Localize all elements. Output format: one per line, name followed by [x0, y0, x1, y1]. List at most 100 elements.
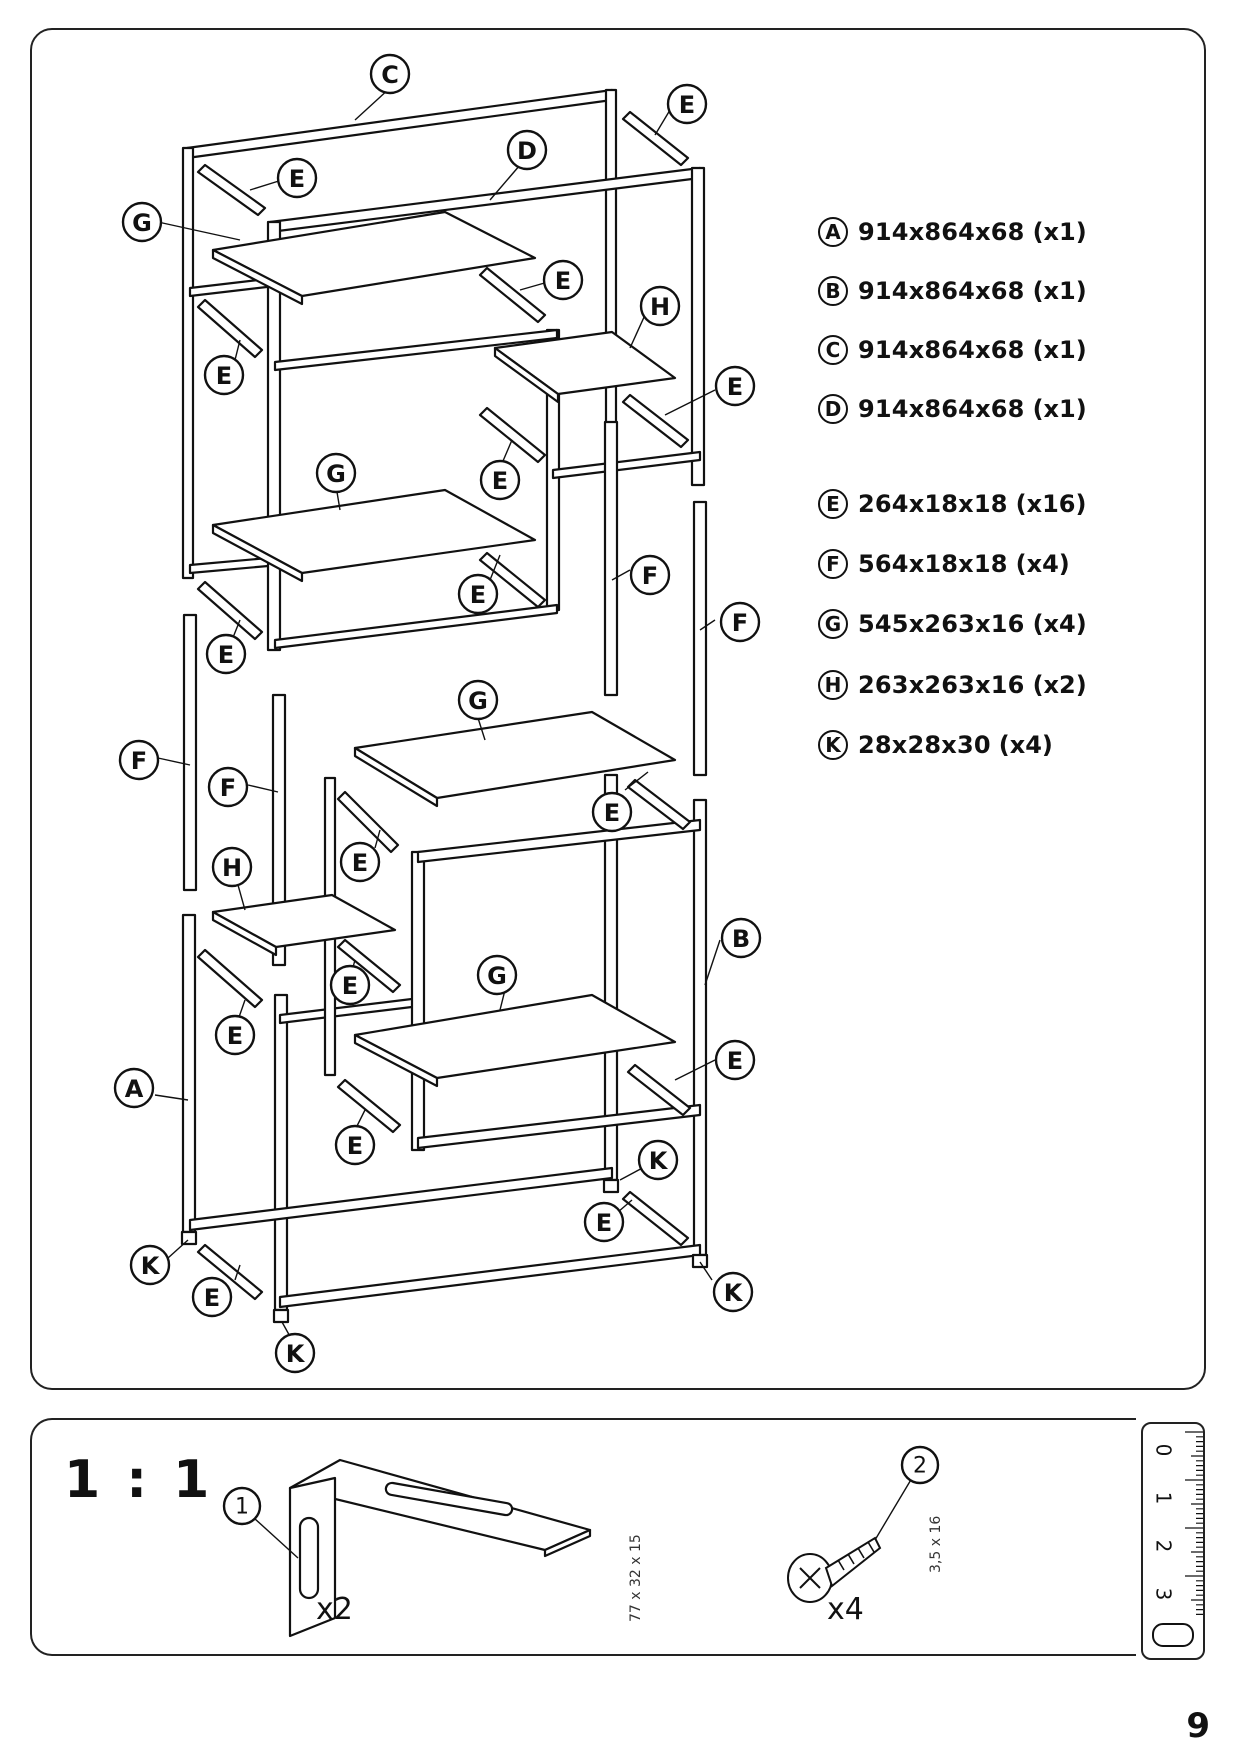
shelf-h-lower-edge: [211, 910, 278, 957]
exploded-assembly-diagram: C D E E G E H E E G E E F F E G F F E E …: [113, 53, 762, 1374]
rail-e-10: [626, 778, 692, 831]
callout-e-6: [479, 459, 521, 501]
shelf-h-upper-edge: [493, 346, 560, 404]
callout-e-14: [334, 1124, 376, 1166]
rail-e-3: [478, 266, 547, 324]
frame-a-bottom-rail: [188, 1166, 614, 1232]
foot-k-1: [180, 1230, 198, 1246]
callout-e-text: E: [596, 1209, 612, 1237]
part-count: (x1): [1032, 336, 1087, 364]
parts-row: C 914x864x68(x1): [818, 330, 1087, 370]
bracket-icon: [288, 1458, 592, 1638]
callout-c-text: C: [381, 61, 399, 89]
callout-e-13: [714, 1039, 756, 1081]
callout-g-2: [315, 452, 357, 494]
callout-f-text: F: [220, 774, 236, 802]
callout-g-1: [121, 201, 163, 243]
part-letter: E: [818, 489, 848, 519]
frame-c-top-rail: [185, 88, 614, 160]
part-count: (x4): [1015, 550, 1070, 578]
rail-e-15: [621, 1190, 690, 1247]
part-letter: A: [818, 217, 848, 247]
callout-e-text: E: [604, 799, 620, 827]
foot-k-4: [691, 1253, 709, 1269]
frame-b-inner-post: [410, 850, 426, 1152]
bracket-qty: x2: [316, 1592, 353, 1627]
callout-g-3: [457, 679, 499, 721]
callout-h-2: [211, 846, 253, 888]
callout-e-text: E: [352, 849, 368, 877]
callout-h-text: H: [650, 293, 670, 321]
rail-e-1: [196, 163, 267, 217]
callout-e-text: E: [555, 267, 571, 295]
callout-e-text: E: [492, 467, 508, 495]
hw-callout-2-text: 2: [913, 1454, 927, 1479]
callout-f-text: F: [732, 609, 748, 637]
callout-k-1: [637, 1139, 679, 1181]
callout-e-12: [214, 1014, 256, 1056]
callout-e-text: E: [727, 373, 743, 401]
callout-b-text: B: [732, 925, 750, 953]
rail-e-12: [336, 938, 402, 994]
part-dims: 263x263x16: [858, 671, 1025, 699]
callout-e-1: [276, 157, 318, 199]
callout-e-4: [203, 354, 245, 396]
callout-e-11: [329, 964, 371, 1006]
part-dims: 564x18x18: [858, 550, 1008, 578]
rail-e-9: [336, 790, 400, 854]
callout-g-text: G: [326, 460, 346, 488]
part-count: (x16): [1015, 490, 1087, 518]
foot-k-3: [602, 1178, 620, 1194]
post-f-2: [271, 693, 287, 967]
callout-k-text: K: [724, 1279, 744, 1307]
frame-d-bottom-rail: [273, 603, 559, 650]
part-letter: B: [818, 276, 848, 306]
part-count: (x1): [1032, 395, 1087, 423]
hardware-panel: [30, 1418, 1136, 1656]
callout-e-text: E: [727, 1047, 743, 1075]
rail-e-8: [196, 580, 264, 641]
shelf-g-lower-1-edge: [353, 746, 439, 808]
part-letter: C: [818, 335, 848, 365]
rail-e-11: [196, 948, 264, 1009]
screw-qty: x4: [827, 1592, 864, 1627]
shelf-g-upper-2-edge: [211, 523, 304, 583]
part-dims: 545x263x16: [858, 610, 1025, 638]
shelf-g-upper-1-edge: [211, 248, 304, 306]
callout-k-2: [129, 1244, 171, 1286]
post-f-4: [692, 500, 708, 777]
screw-icon: [787, 1536, 882, 1603]
callout-e-text: E: [218, 641, 234, 669]
callout-g-text: G: [487, 962, 507, 990]
callout-e-text: E: [342, 972, 358, 1000]
callout-e-text: E: [679, 91, 695, 119]
frame-a-front-bottom-rail: [278, 1243, 702, 1309]
frame-d-top-rail: [268, 166, 702, 234]
callout-e-10: [339, 841, 381, 883]
rail-e-14: [336, 1078, 402, 1134]
callout-f-2: [719, 601, 761, 643]
callout-c: [369, 53, 411, 95]
diagram-panel: [30, 28, 1206, 1390]
callout-e-text: E: [227, 1022, 243, 1050]
rail-e-5: [621, 393, 690, 449]
part-dims: 914x864x68: [858, 336, 1025, 364]
callout-g-text: G: [132, 209, 152, 237]
callout-k-4: [274, 1332, 316, 1374]
part-count: (x1): [1032, 277, 1087, 305]
callout-f-text: F: [131, 747, 147, 775]
frame-b-inner-top: [416, 818, 702, 864]
hw-callout-1: [222, 1486, 262, 1526]
callout-e-9: [591, 791, 633, 833]
hw-callout-1-text: 1: [235, 1495, 249, 1520]
part-letter: D: [818, 394, 848, 424]
rail-e-6: [478, 406, 547, 464]
callout-e-5: [714, 365, 756, 407]
callout-g-4: [476, 954, 518, 996]
frame-d-mid-rail: [273, 328, 559, 372]
callout-f-4: [207, 766, 249, 808]
rail-e-13: [626, 1063, 692, 1117]
